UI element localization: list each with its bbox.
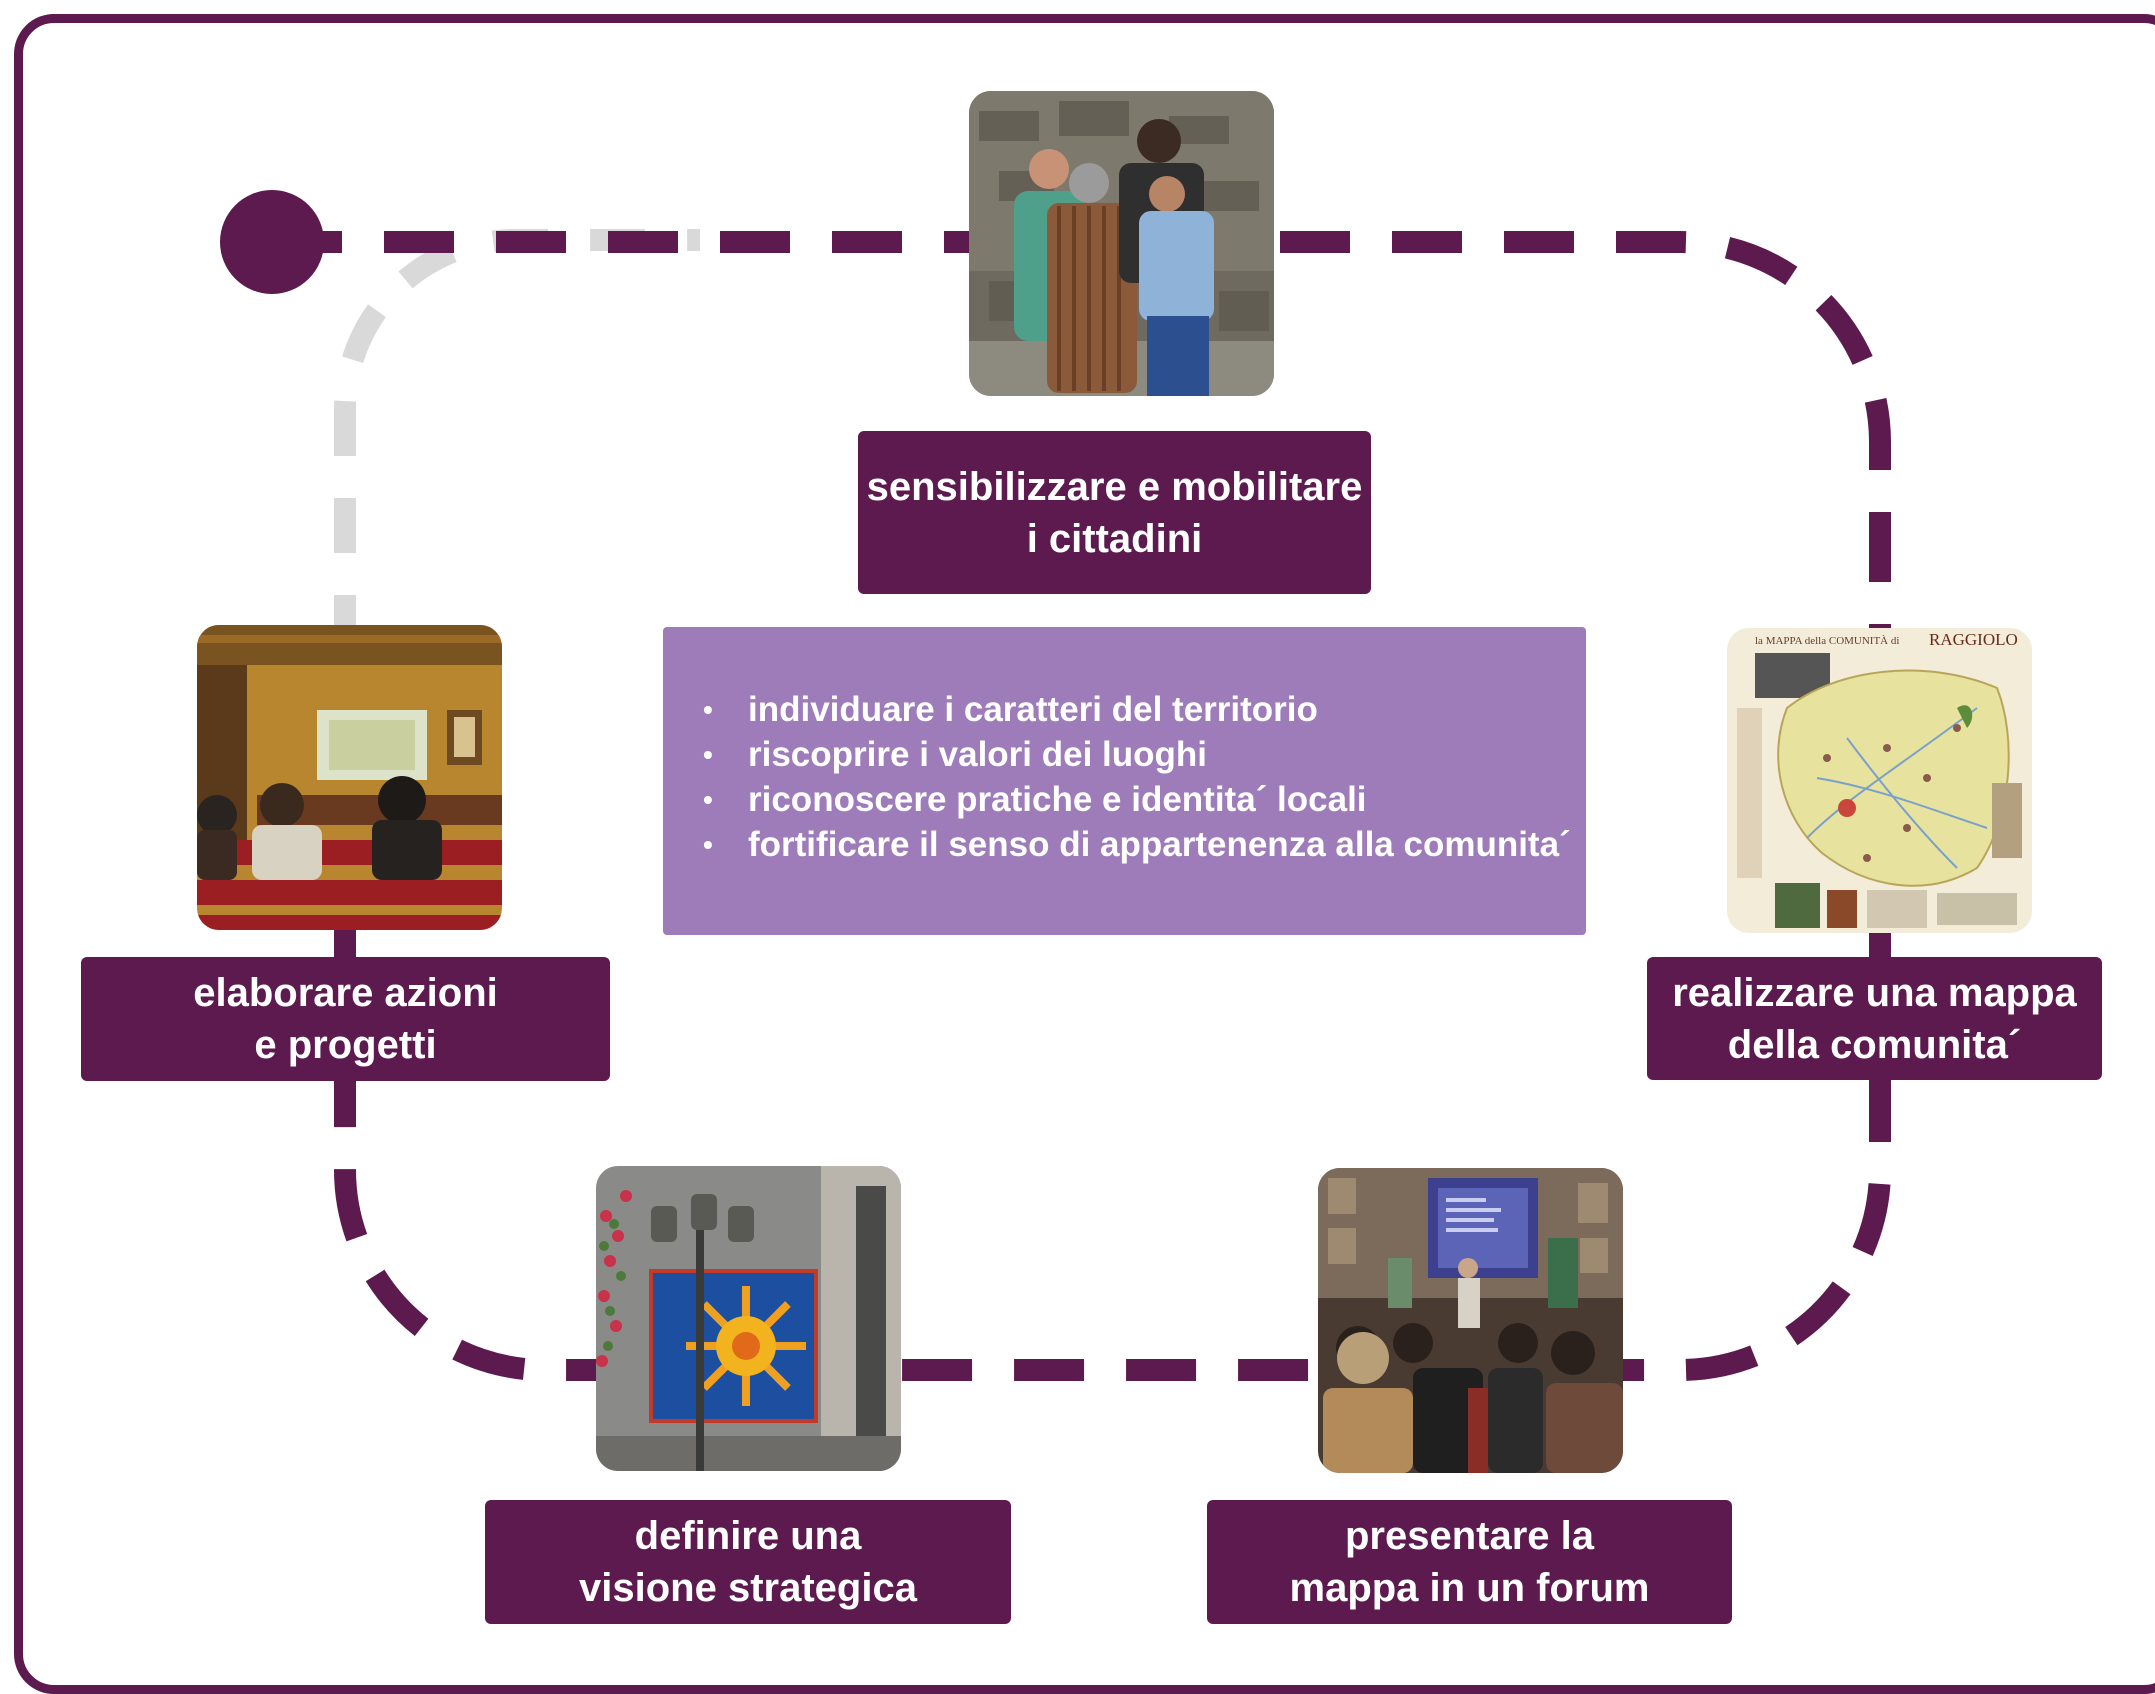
step-label-mappa: realizzare una mappa della comunita´ <box>1647 957 2102 1080</box>
photo-conference-hall <box>197 625 502 930</box>
pending-path-segment <box>334 229 700 650</box>
step-label-line: definire una <box>634 1514 862 1558</box>
objective-item: fortificare il senso di appartenenza all… <box>703 822 1586 867</box>
objectives-list: individuare i caratteri del territorio r… <box>703 687 1586 867</box>
step-label-line: elaborare azioni <box>193 971 498 1015</box>
step-label-line: i cittadini <box>1026 516 1203 561</box>
photo-sun-mural <box>596 1166 901 1471</box>
step-label-line: mappa in un forum <box>1289 1566 1650 1610</box>
photo-forum <box>1318 1168 1623 1473</box>
start-dot <box>220 190 324 294</box>
photo-citizens-talking <box>969 91 1274 396</box>
step-label-forum: presentare la mappa in un forum <box>1207 1500 1732 1624</box>
step-label-visione: definire una visione strategica <box>485 1500 1011 1624</box>
step-label-line: sensibilizzare e mobilitare <box>866 464 1363 509</box>
step-label-line: realizzare una mappa <box>1672 970 2077 1015</box>
objective-item: riconoscere pratiche e identita´ locali <box>703 777 1586 822</box>
step-label-line: della comunita´ <box>1727 1022 2022 1067</box>
step-label-line: visione strategica <box>579 1566 917 1610</box>
photo-community-map: la MAPPA della COMUNITÀ di RAGGIOLO <box>1727 628 2032 933</box>
objective-item: individuare i caratteri del territorio <box>703 687 1586 732</box>
step-label-azioni: elaborare azioni e progetti <box>81 957 610 1081</box>
objective-item: riscoprire i valori dei luoghi <box>703 732 1586 777</box>
objectives-panel: individuare i caratteri del territorio r… <box>663 627 1586 935</box>
step-label-line: e progetti <box>254 1023 437 1067</box>
step-label-sensibilizzare: sensibilizzare e mobilitare i cittadini <box>858 431 1371 594</box>
map-title-name: RAGGIOLO <box>1929 630 2018 649</box>
step-label-line: presentare la <box>1344 1514 1595 1558</box>
main-path-loop <box>272 231 1891 1381</box>
map-title-prefix: la MAPPA della COMUNITÀ di <box>1755 635 1899 647</box>
